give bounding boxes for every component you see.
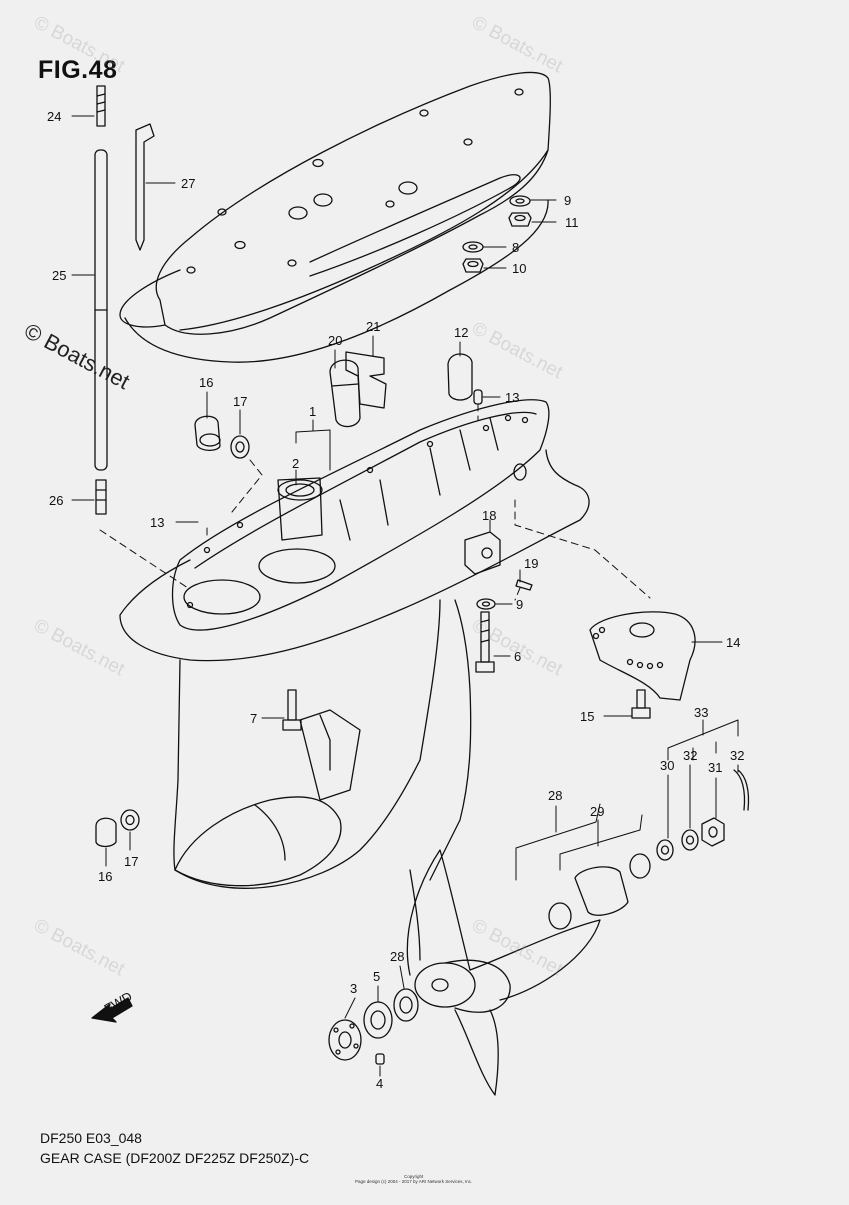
label-9-mid: 9 — [516, 597, 523, 612]
label-12: 12 — [454, 325, 468, 340]
label-30: 31 — [708, 760, 722, 775]
label-21: 21 — [366, 319, 380, 334]
copyright-notice: Copyright Page design (c) 2004 - 2017 by… — [355, 1174, 472, 1184]
bolt-7 — [282, 689, 302, 731]
part-25-cable-tie — [135, 123, 155, 251]
part-3-thrust-washer — [328, 1019, 362, 1061]
part-24-fitting — [95, 479, 107, 515]
part-32-cotter-pin — [733, 769, 750, 811]
label-14: 14 — [726, 635, 740, 650]
label-18: 18 — [482, 508, 496, 523]
fwd-arrow-icon — [91, 997, 133, 1023]
label-1: 1 — [309, 404, 316, 419]
part-13-pin-top — [473, 389, 483, 405]
copyright-line2: Page design (c) 2004 - 2017 by ARI Netwo… — [355, 1179, 473, 1184]
part-5-bushing — [363, 1001, 393, 1039]
label-28: 28 — [390, 949, 404, 964]
part-27-bushing — [548, 866, 629, 930]
part-16-plug-top — [194, 415, 221, 452]
label-11: 11 — [565, 215, 579, 230]
washer-9-top — [509, 195, 531, 207]
label-2: 2 — [292, 456, 299, 471]
label-24: 26 — [49, 493, 63, 508]
part-17-washer-top — [230, 435, 250, 459]
nut-11 — [508, 212, 532, 227]
part-21-clip — [345, 351, 387, 409]
label-29: 30 — [660, 758, 674, 773]
bolt-6 — [475, 611, 495, 673]
part-22-fitting — [96, 85, 106, 127]
washer-27 — [629, 853, 651, 879]
part-16-plug-lower — [95, 817, 117, 848]
label-25: 27 — [181, 176, 195, 191]
washer-8 — [462, 241, 484, 253]
figure-title: FIG.48 — [38, 56, 118, 84]
footer-code: DF250 E03_048 — [40, 1130, 142, 1146]
gear-case-housing — [119, 399, 590, 961]
label-31: 32 — [683, 748, 697, 763]
label-4: 4 — [376, 1076, 383, 1091]
footer-title: GEAR CASE (DF200Z DF225Z DF250Z)-C — [40, 1150, 310, 1166]
label-3: 3 — [350, 981, 357, 996]
part-28-washer — [393, 988, 419, 1022]
label-27: 29 — [590, 804, 604, 819]
leader-lines — [71, 115, 739, 1077]
label-22: 24 — [47, 109, 61, 124]
label-16-lower: 16 — [98, 869, 112, 884]
dashed-leader-lines — [99, 403, 651, 601]
nut-10 — [462, 258, 484, 273]
label-33: 33 — [694, 705, 708, 720]
top-cover-plate — [119, 71, 551, 363]
part-23-tube — [94, 149, 108, 471]
label-10: 10 — [512, 261, 526, 276]
part-30-nut — [701, 817, 725, 847]
part-31-washer — [681, 829, 699, 851]
label-6: 6 — [514, 649, 521, 664]
label-17-top: 17 — [233, 394, 247, 409]
part-12-block — [447, 353, 473, 401]
propeller — [406, 849, 601, 1096]
label-23: 25 — [52, 268, 66, 283]
label-7: 7 — [250, 711, 257, 726]
label-26: 28 — [548, 788, 562, 803]
part-18-block — [464, 531, 501, 575]
part-labels: 24 25 26 27 9 11 8 10 12 13 20 21 16 17 … — [47, 109, 744, 1091]
part-4-pin — [375, 1053, 385, 1065]
bolt-15 — [631, 689, 651, 719]
label-32: 32 — [730, 748, 744, 763]
part-14-anode — [589, 611, 696, 701]
label-20: 20 — [328, 333, 342, 348]
part-19-bolt — [515, 579, 533, 591]
copyright-line1: Copyright — [404, 1174, 424, 1179]
label-13-top: 13 — [505, 390, 519, 405]
label-19: 19 — [524, 556, 538, 571]
part-20-block — [329, 359, 361, 428]
label-13-left: 13 — [150, 515, 164, 530]
part-17-washer-lower — [120, 809, 140, 831]
label-5: 5 — [373, 969, 380, 984]
label-15: 15 — [580, 709, 594, 724]
label-8: 8 — [512, 240, 519, 255]
label-17-lower: 17 — [124, 854, 138, 869]
washer-9-mid — [476, 598, 496, 610]
label-16-top: 16 — [199, 375, 213, 390]
part-29-washer — [656, 839, 674, 861]
label-9-top: 9 — [564, 193, 571, 208]
